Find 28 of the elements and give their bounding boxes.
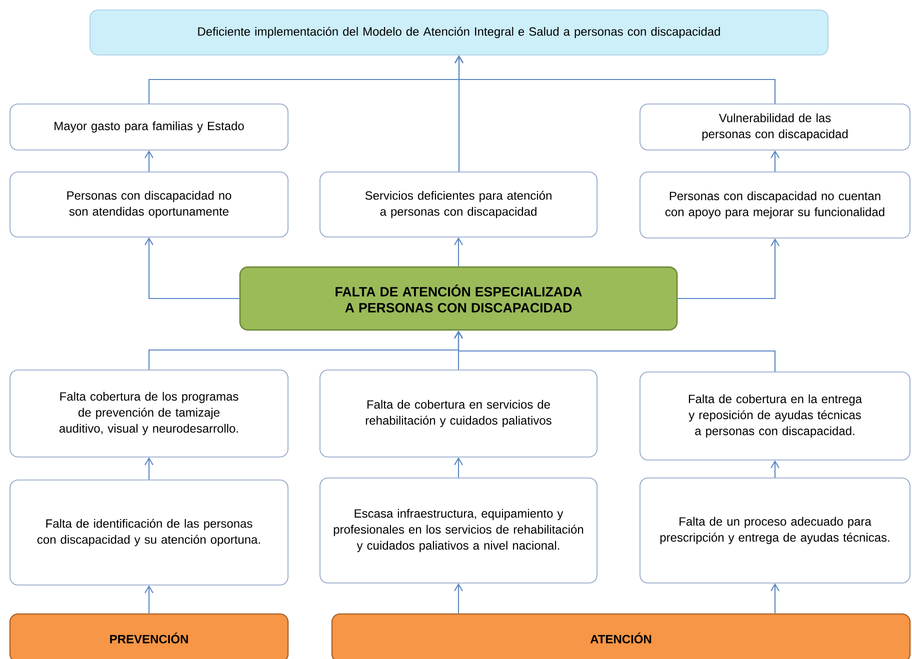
arrow (770, 460, 780, 478)
cause-box: Escasa infraestructura, equipamiento y profesionales en los servicios de rehabilitación y cuidados paliativos a nivel nacional. (320, 478, 598, 584)
cause-box: Servicios deficientes para atención a personas con discapacidad (320, 172, 598, 238)
cause-box: Falta de cobertura en la entrega y reposición de ayudas técnicas a personas con discapacidad. (640, 372, 910, 460)
cause-box: Falta de identificación de las personas con discapacidad y su atención oportuna. (10, 480, 288, 586)
arrow (144, 585, 154, 614)
cause-box: Mayor gasto para familias y Estado (10, 104, 288, 150)
arrow (454, 583, 463, 614)
problem-box: FALTA DE ATENCIÓN ESPECIALIZADA A PERSONAS CON DISCAPACIDAD (239, 266, 678, 331)
arrow (454, 55, 776, 104)
arrow (454, 237, 463, 266)
arrow (144, 457, 154, 480)
effect-box: Deficiente implementación del Modelo de Atención Integral e Salud a personas con discapacidad (90, 10, 828, 56)
category-bar: ATENCIÓN (331, 613, 911, 659)
arrow (770, 583, 780, 614)
category-bar: PREVENCIÓN (9, 613, 289, 659)
cause-box: Falta de un proceso adecuado para prescripción y entrega de ayudas técnicas. (640, 478, 910, 584)
cause-box: Falta de cobertura en servicios de rehabilitación y cuidados paliativos (320, 370, 598, 458)
arrow (678, 238, 780, 300)
cause-box: Personas con discapacidad no son atendidas oportunamente (10, 172, 288, 238)
cause-box: Vulnerabilidad de las personas con discapacidad (640, 104, 910, 150)
cause-box: Falta cobertura de los programas de prevención de tamizaje auditivo, visual y neurodesarrollo. (10, 370, 288, 458)
arrow (144, 237, 240, 300)
arrow (454, 457, 463, 478)
arrow (770, 150, 780, 172)
cause-box: Personas con discapacidad no cuentan con apoyo para mejorar su funcionalidad (640, 172, 910, 238)
arrow (144, 150, 154, 172)
arrow (454, 330, 776, 372)
